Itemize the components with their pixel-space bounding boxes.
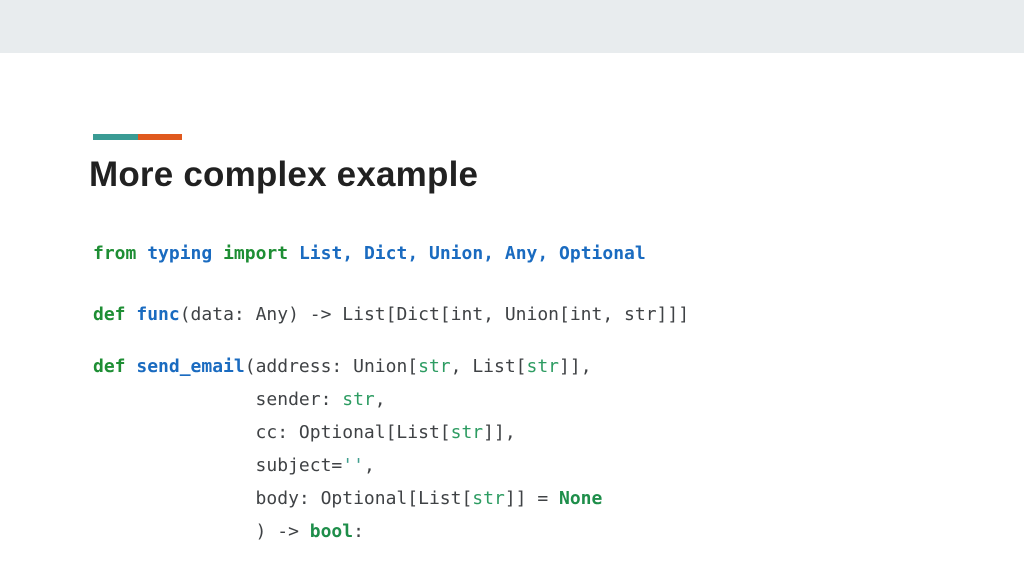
code-segment: typing — [147, 243, 213, 264]
code-segment: from — [93, 243, 137, 264]
code-segment: subject= — [93, 455, 343, 476]
code-segment: ]] = — [504, 488, 559, 509]
code-segment: bool — [309, 521, 354, 542]
code-segment: cc: Optional[List[ — [93, 422, 451, 443]
slide-title: More complex example — [89, 155, 479, 194]
code-segment: send_email — [136, 356, 245, 377]
accent-bar-orange-segment — [137, 134, 182, 140]
accent-bar-teal-segment — [93, 134, 138, 140]
code-segment: ) -> — [93, 521, 310, 542]
code-segment: sender: — [93, 389, 343, 410]
code-segment — [136, 243, 147, 264]
code-segment — [126, 356, 137, 377]
code-segment: , — [363, 455, 375, 476]
accent-bar — [93, 134, 182, 140]
code-segment: (data: Any) -> List[Dict[int, Union[int,… — [179, 304, 690, 325]
code-segment — [288, 243, 299, 264]
code-segment: import — [223, 243, 289, 264]
code-segment: (address: Union[ — [244, 356, 419, 377]
code-segment: str — [526, 356, 560, 377]
code-segment: None — [559, 488, 603, 509]
header-band — [0, 0, 1024, 53]
code-segment: str — [418, 356, 451, 377]
code-block-send-email-def: def send_email(address: Union[str, List[… — [93, 350, 602, 548]
code-segment: , List[ — [450, 356, 527, 377]
code-segment: def — [93, 304, 126, 325]
code-block-import: from typing import List, Dict, Union, An… — [93, 237, 646, 270]
code-segment: ]], — [483, 422, 516, 443]
code-segment: func — [136, 304, 180, 325]
code-block-func-def: def func(data: Any) -> List[Dict[int, Un… — [93, 298, 689, 331]
code-segment: str — [342, 389, 375, 410]
code-segment — [212, 243, 223, 264]
code-segment — [126, 304, 137, 325]
code-segment: str — [450, 422, 484, 443]
code-segment: , — [374, 389, 386, 410]
code-segment: def — [93, 356, 126, 377]
code-segment: ]], — [559, 356, 592, 377]
code-segment: body: Optional[List[ — [93, 488, 473, 509]
code-segment: str — [472, 488, 505, 509]
code-segment: : — [353, 521, 364, 542]
code-segment: List, Dict, Union, Any, Optional — [298, 243, 646, 264]
code-segment: '' — [342, 455, 364, 476]
